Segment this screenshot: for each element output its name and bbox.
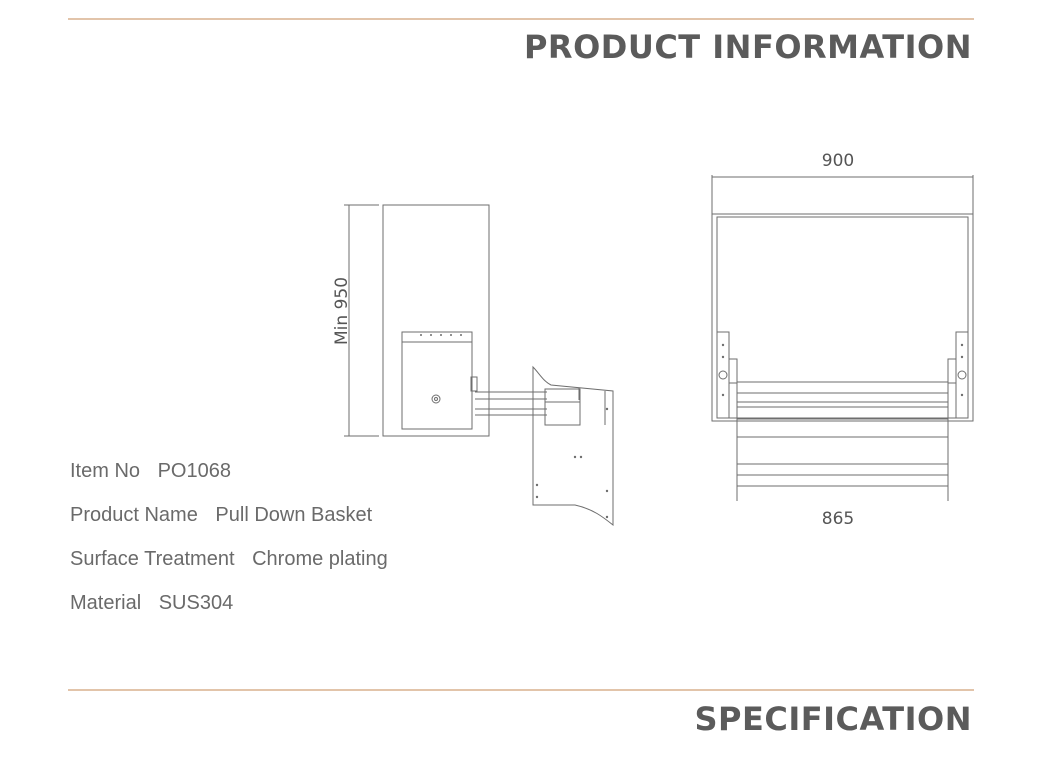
width-900-dimension: 900	[822, 151, 854, 171]
spec-label: Surface Treatment	[70, 548, 235, 570]
spec-value: SUS304	[158, 592, 234, 614]
specification-heading: SPECIFICATION	[694, 700, 972, 738]
top-divider	[68, 18, 974, 20]
spec-label: Product Name	[70, 504, 198, 526]
spec-value: Chrome plating	[252, 548, 388, 570]
bottom-divider	[68, 689, 974, 691]
spec-surface-treatment: Surface Treatment Chrome plating	[70, 548, 388, 592]
spec-product-name: Product Name Pull Down Basket	[70, 504, 388, 548]
spec-material: Material SUS304	[70, 592, 388, 636]
spec-value: PO1068	[157, 460, 231, 482]
spec-item-no: Item No PO1068	[70, 460, 388, 504]
spec-label: Material	[70, 592, 142, 614]
spec-list: Item No PO1068 Product Name Pull Down Ba…	[70, 460, 388, 636]
width-865-dimension: 865	[822, 509, 854, 529]
side-view-drawing: Min 950	[332, 204, 614, 527]
spec-label: Item No	[70, 460, 141, 482]
min-height-dimension: Min 950	[332, 277, 352, 345]
product-information-heading: PRODUCT INFORMATION	[523, 28, 972, 66]
spec-value: Pull Down Basket	[215, 504, 373, 526]
front-view-drawing: 900 865	[711, 151, 974, 529]
